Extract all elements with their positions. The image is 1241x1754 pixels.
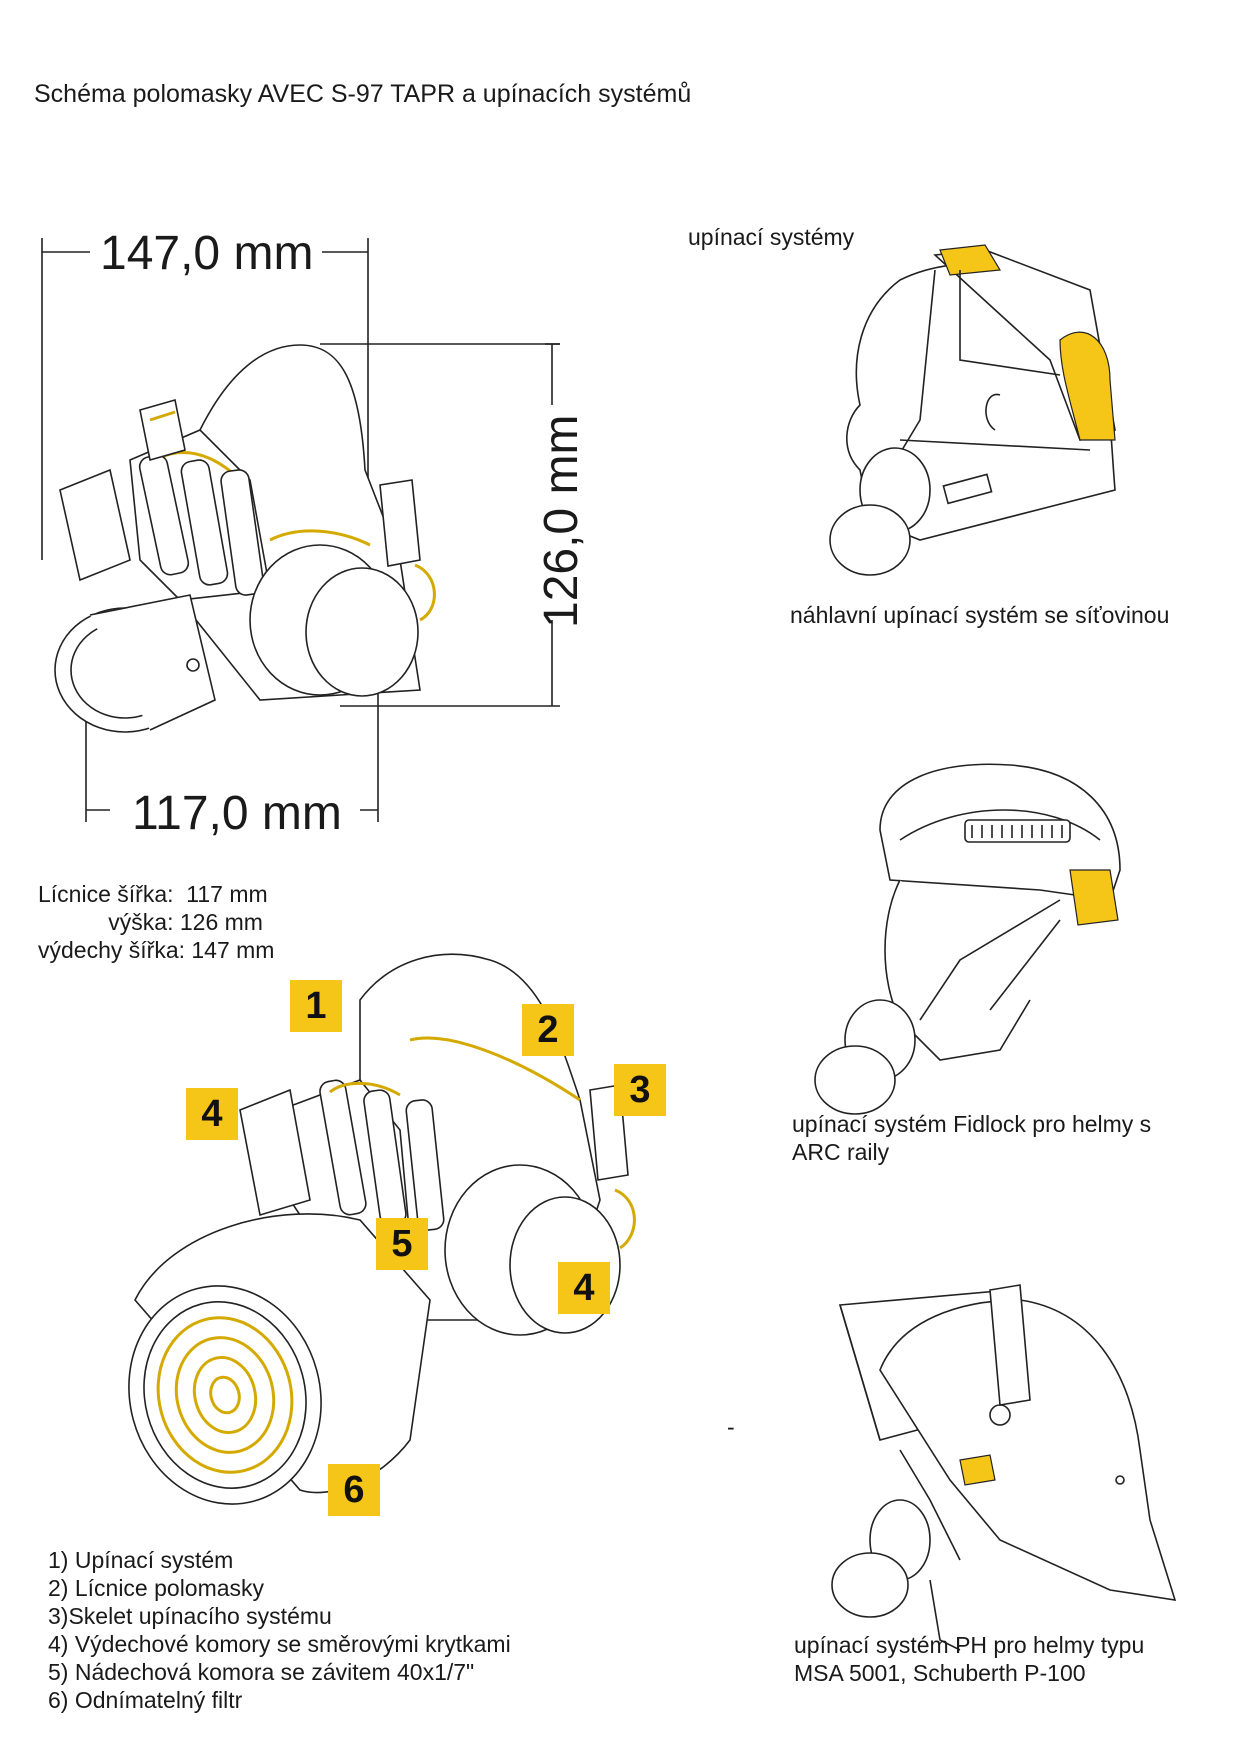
page-title: Schéma polomasky AVEC S-97 TAPR a upínac… [34, 80, 692, 108]
legend: 1) Upínací systém 2) Lícnice polomasky 3… [48, 1546, 511, 1714]
helmet-fidlock-drawing [814, 763, 1121, 1115]
spec-line: výdechy šířka: 147 mm [38, 937, 275, 963]
badge-3: 3 [614, 1064, 666, 1116]
helmet-ph-drawing [831, 1284, 1177, 1651]
head-net-harness-drawing [829, 244, 1116, 576]
badge-1: 1 [290, 980, 342, 1032]
dimension-height: 126,0 mm [535, 414, 588, 628]
dimension-top-width: 147,0 mm [100, 227, 314, 280]
caption-net-harness: náhlavní upínací systém se síťovinou [790, 602, 1170, 628]
legend-item: 1) Upínací systém [48, 1547, 234, 1573]
legend-item: 3)Skelet upínacího systému [48, 1603, 332, 1629]
dimension-bottom-width: 117,0 mm [132, 787, 342, 840]
badge-4: 4 [186, 1088, 238, 1140]
badge-6: 6 [328, 1464, 380, 1516]
badge-5: 5 [376, 1218, 428, 1270]
caption-fidlock: upínací systém Fidlock pro helmy s ARC r… [792, 1111, 1152, 1165]
spec-line: výška: 126 mm [38, 909, 263, 935]
dimension-lines [41, 238, 560, 822]
specs-block: Lícnice šířka: 117 mm výška: 126 mm výde… [38, 880, 274, 964]
legend-item: 4) Výdechové komory se směrovými krytkam… [48, 1631, 511, 1657]
spec-line: Lícnice šířka: 117 mm [38, 881, 268, 907]
badge-4: 4 [558, 1262, 610, 1314]
systems-heading: upínací systémy [688, 224, 855, 250]
legend-item: 5) Nádechová komora se závitem 40x1/7" [48, 1659, 475, 1685]
legend-item: 6) Odnímatelný filtr [48, 1687, 243, 1713]
half-mask-top-drawing [54, 344, 436, 733]
badge-2: 2 [522, 1004, 574, 1056]
separator-dash: - [727, 1414, 735, 1440]
caption-ph: upínací systém PH pro helmy typu MSA 500… [794, 1632, 1145, 1686]
legend-item: 2) Lícnice polomasky [48, 1575, 265, 1601]
